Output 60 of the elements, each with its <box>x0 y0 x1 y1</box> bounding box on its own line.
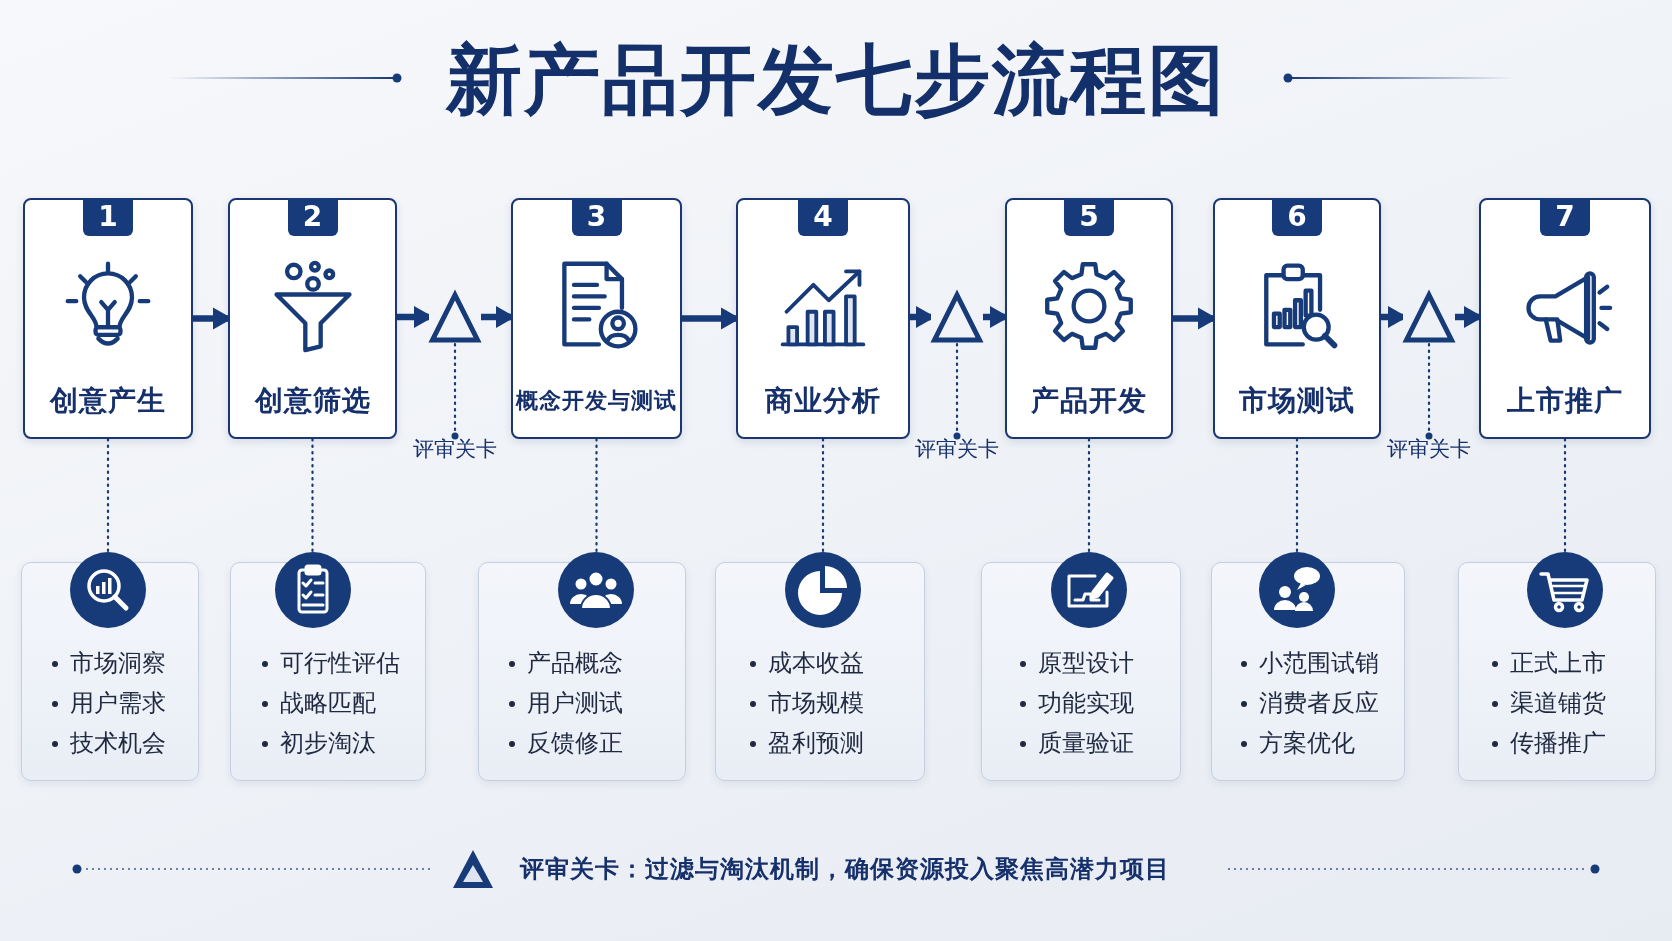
dotted-connector <box>821 437 825 554</box>
bullet-item: 渠道铺货 <box>1492 683 1606 723</box>
dotted-connector <box>595 437 598 554</box>
step-box <box>1005 198 1173 439</box>
step-title: 上市推广 <box>1507 383 1623 419</box>
step-title: 概念开发与测试 <box>516 387 677 415</box>
bullet-item: 成本收益 <box>750 643 864 683</box>
bullet-item: 功能实现 <box>1020 683 1134 723</box>
bullet-item: 市场洞察 <box>52 643 166 683</box>
gate-triangle <box>429 290 481 344</box>
step-number-badge: 2 <box>287 198 338 236</box>
dotted-connector <box>311 437 314 554</box>
step-title: 创意产生 <box>50 383 166 419</box>
step-box <box>1213 198 1381 439</box>
dotted-connector <box>1425 342 1433 440</box>
bullet-item: 方案优化 <box>1241 723 1355 763</box>
bullet-item: 战略匹配 <box>262 683 376 723</box>
bullet-item: 可行性评估 <box>262 643 400 683</box>
bullet-item: 质量验证 <box>1020 723 1134 763</box>
dotted-connector <box>1563 437 1567 554</box>
step-title: 市场测试 <box>1239 383 1355 419</box>
step-number-badge: 5 <box>1064 198 1114 236</box>
bullet-item: 传播推广 <box>1492 723 1606 763</box>
bullet-item: 产品概念 <box>509 643 623 683</box>
gate-label: 评审关卡 <box>1387 436 1471 462</box>
diagram-title: 新产品开发七步流程图 <box>446 42 1226 118</box>
step-number-badge: 6 <box>1272 198 1322 236</box>
gate-label: 评审关卡 <box>915 436 999 462</box>
step-title: 创意筛选 <box>254 383 371 419</box>
dotted-connector <box>1087 437 1091 554</box>
bullet-item: 市场规模 <box>750 683 864 723</box>
step-number-badge: 3 <box>571 198 622 236</box>
bullet-item: 消费者反应 <box>1241 683 1379 723</box>
step-box <box>1479 198 1651 439</box>
bullet-item: 用户需求 <box>52 683 166 723</box>
bullet-item: 盈利预测 <box>750 723 864 763</box>
step-number-badge: 7 <box>1540 198 1590 236</box>
dotted-connector <box>451 342 459 440</box>
bullet-item: 技术机会 <box>52 723 166 763</box>
bullet-item: 反馈修正 <box>509 723 623 763</box>
step-title: 商业分析 <box>765 383 881 419</box>
dotted-connector <box>1295 437 1299 554</box>
step-box <box>23 198 193 439</box>
bullet-item: 原型设计 <box>1020 643 1134 683</box>
step-title: 产品开发 <box>1031 383 1147 419</box>
gate-triangle <box>1403 290 1455 344</box>
step-number-badge: 4 <box>798 198 848 236</box>
dotted-connector <box>953 342 961 440</box>
bullet-item: 小范围试销 <box>1241 643 1379 683</box>
gate-label: 评审关卡 <box>413 436 497 462</box>
legend-text: 评审关卡：过滤与淘汰机制，确保资源投入聚焦高潜力项目 <box>520 854 1170 885</box>
step-box <box>228 198 397 439</box>
gate-triangle <box>931 290 983 344</box>
step-number-badge: 1 <box>83 198 133 236</box>
bullet-item: 正式上市 <box>1492 643 1606 683</box>
bullet-item: 用户测试 <box>509 683 623 723</box>
step-box <box>511 198 682 439</box>
dotted-connector <box>106 437 110 554</box>
bullet-item: 初步淘汰 <box>262 723 376 763</box>
step-box <box>736 198 910 439</box>
